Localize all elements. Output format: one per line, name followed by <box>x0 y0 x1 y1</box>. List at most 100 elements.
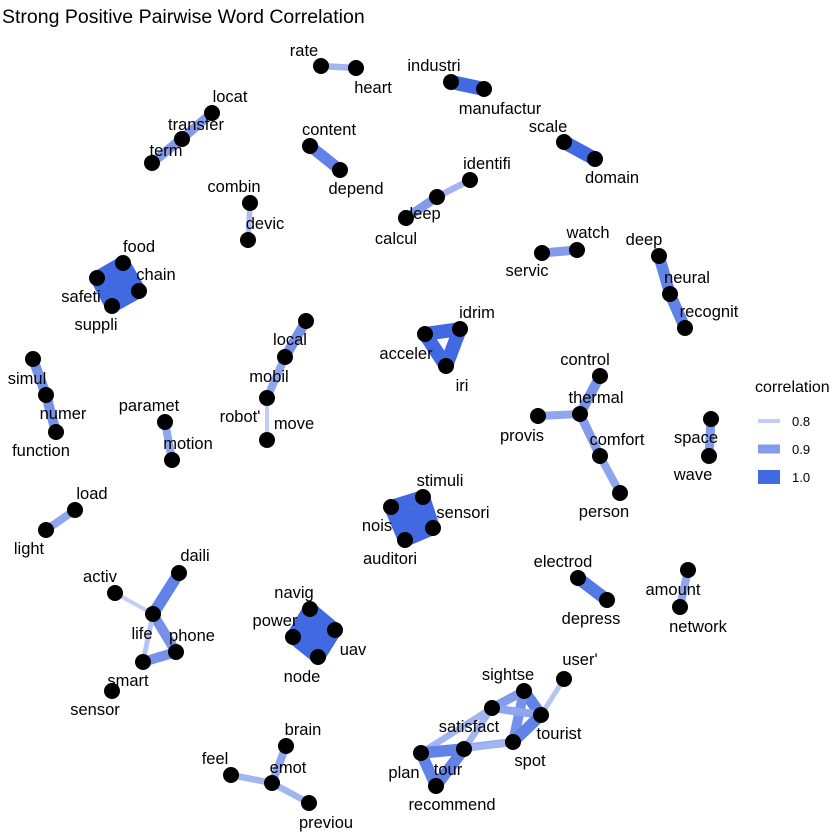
node-load <box>67 502 83 518</box>
node-node <box>310 649 326 665</box>
node-neural <box>662 286 678 302</box>
edge-satisfact-tourist <box>491 704 542 719</box>
node-label-robot': robot' <box>220 408 261 426</box>
node-label-heart: heart <box>354 79 392 97</box>
node-label-combin: combin <box>207 178 260 196</box>
node-depend <box>332 162 348 178</box>
node-power <box>285 629 301 645</box>
node-label-industri: industri <box>407 57 460 75</box>
node-label-thermal: thermal <box>568 389 623 407</box>
node-label-nois: nois <box>362 517 392 535</box>
node-label-person: person <box>579 503 629 521</box>
node-label-node: node <box>284 668 321 686</box>
node-manufactur <box>476 81 492 97</box>
node-sensori <box>425 520 441 536</box>
node-label-safeti: safeti <box>61 288 100 306</box>
node-label-move: move <box>274 415 314 433</box>
node-feel <box>223 767 239 783</box>
node-recommend <box>428 778 444 794</box>
node-label-brain: brain <box>285 721 322 739</box>
node-idrim <box>452 321 468 337</box>
node-emot <box>264 775 280 791</box>
node-deep <box>651 248 667 264</box>
node-label-wave: wave <box>673 466 713 484</box>
node-user' <box>556 671 572 687</box>
node-devic <box>240 232 256 248</box>
node-label-feel: feel <box>202 750 229 768</box>
legend-title: correlation <box>755 379 830 396</box>
node-amount <box>680 562 696 578</box>
node-uav <box>327 622 343 638</box>
node-label-satisfact: satisfact <box>439 718 500 736</box>
nodes-layer <box>25 58 719 811</box>
node-previou <box>301 795 317 811</box>
node-wave <box>701 448 717 464</box>
node-content <box>302 138 318 154</box>
node-label-motion: motion <box>163 435 213 453</box>
node-satisfact <box>484 700 500 716</box>
node-heart <box>348 60 364 76</box>
node-life <box>145 606 161 622</box>
node-label-recognit: recognit <box>680 303 739 321</box>
node-motion <box>164 452 180 468</box>
node-robot' <box>259 390 275 406</box>
node-label-term: term <box>150 142 183 160</box>
node-sensor <box>104 683 120 699</box>
node-control <box>592 368 608 384</box>
node-label-calcul: calcul <box>375 230 417 248</box>
node-label-control: control <box>560 351 610 369</box>
node-plan <box>413 745 429 761</box>
node-tour <box>456 741 472 757</box>
edge-satisfact-plan <box>419 705 494 756</box>
node-calcul <box>398 210 414 226</box>
node-label-content: content <box>302 121 357 139</box>
node-label-provis: provis <box>500 427 544 445</box>
node-label-load: load <box>76 485 107 503</box>
edge-life-smart <box>140 613 156 663</box>
node-stimuli <box>415 489 431 505</box>
edge-spot-tour <box>463 738 514 753</box>
node-label-smart: smart <box>107 672 149 690</box>
legend-key-0.8 <box>758 419 780 423</box>
node-combin <box>242 195 258 211</box>
node-electrod <box>570 570 586 586</box>
node-label-neural: neural <box>664 269 710 287</box>
node-label-acceler: acceler <box>379 345 433 363</box>
legend-label-0.8: 0.8 <box>792 414 810 429</box>
legend-key-1.0 <box>758 470 780 484</box>
legend-label-0.9: 0.9 <box>792 442 810 457</box>
node-label-emot: emot <box>270 759 307 777</box>
node-label-identifi: identifi <box>463 155 511 173</box>
edge-satisfact-tour <box>461 706 495 751</box>
node-servic <box>534 245 550 261</box>
labels-layer: rateheartindustrimanufacturlocattransfer… <box>8 42 739 832</box>
node-move <box>259 432 275 448</box>
node-domain <box>587 151 603 167</box>
node-numer <box>38 387 54 403</box>
node-term <box>144 155 160 171</box>
legend-entries: 0.80.91.0 <box>758 412 810 486</box>
node-scale <box>556 134 572 150</box>
node-label-numer: numer <box>40 405 87 423</box>
node-phone <box>168 644 184 660</box>
node-label-domain: domain <box>585 169 639 187</box>
legend: correlation 0.80.91.0 <box>755 379 830 486</box>
node-label-light: light <box>14 540 45 558</box>
node-space <box>703 411 719 427</box>
node-daili <box>171 565 187 581</box>
chart-title: Strong Positive Pairwise Word Correlatio… <box>2 6 365 28</box>
edge-daili-life <box>148 569 184 618</box>
node-label-suppli: suppli <box>74 316 117 334</box>
node-label-locat: locat <box>213 88 248 106</box>
node-label-spot: spot <box>514 752 546 770</box>
node-local <box>298 313 314 329</box>
node-label-comfort: comfort <box>589 431 644 449</box>
node-acceler <box>417 326 433 342</box>
node-label-chain: chain <box>136 266 175 284</box>
node-mobil <box>277 349 293 365</box>
node-label-scale: scale <box>529 118 568 136</box>
node-activ <box>107 585 123 601</box>
node-network <box>672 599 688 615</box>
node-label-user': user' <box>562 651 597 669</box>
